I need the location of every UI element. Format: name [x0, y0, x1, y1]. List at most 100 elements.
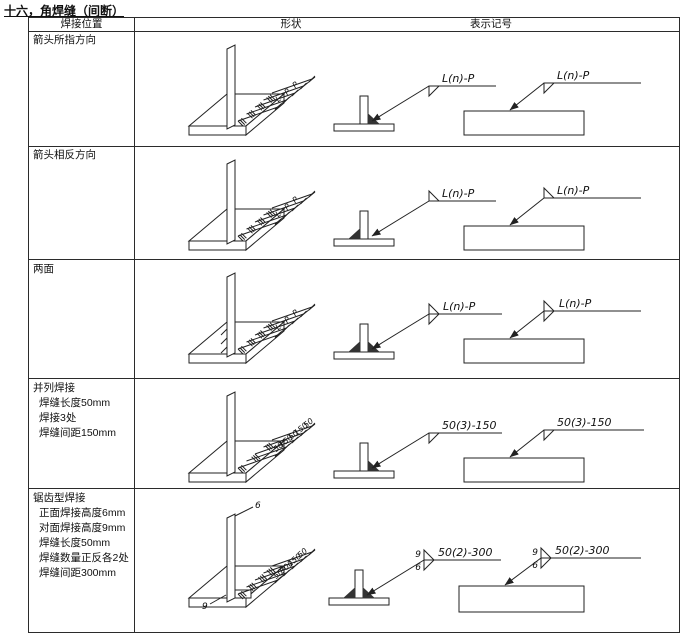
leader-arrow [509, 310, 545, 339]
drawings-canvas: L P P L(n)-P [187, 44, 644, 613]
label-line: 两面 [33, 263, 54, 275]
fillet-symbol-triangle [428, 189, 441, 202]
fillet-weld [367, 340, 381, 353]
fillet-symbol-triangle [423, 559, 436, 572]
leader-arrow [371, 200, 430, 237]
label-line: 焊缝长度50mm [39, 537, 111, 549]
dim-label: P [291, 308, 301, 318]
row-divider [29, 146, 679, 147]
bottom-dim-leader [209, 594, 227, 605]
bar-symbol-view: L(n)-P [463, 297, 641, 364]
fillet-symbol-triangle [540, 546, 553, 559]
dim-label: L [274, 322, 283, 332]
label-line: 焊接3处 [39, 412, 77, 424]
weld-hatches [237, 94, 276, 127]
label-line: 箭头所指方向 [33, 34, 96, 46]
row-label-parallel: 并列焊接 焊缝长度50mm 焊接3处 焊缝间距150mm [33, 381, 116, 441]
dimension-lines: L P P [237, 190, 316, 237]
leader-arrow [509, 197, 545, 226]
row-label-staggered: 锯齿型焊接 正面焊接高度6mm 对面焊接高度9mm 焊缝长度50mm 焊缝数量正… [33, 491, 129, 581]
bar-symbol-view: 9 6 50(2)-300 [458, 544, 641, 613]
fillet-symbol-triangle [543, 82, 556, 95]
back-size-label: 9 [532, 548, 538, 558]
bar-symbol-view: L(n)-P [463, 69, 641, 136]
page-title: 十六，角焊缝（间断） [4, 4, 125, 18]
label-line: 对面焊接高度9mm [39, 522, 126, 534]
row-divider [29, 488, 679, 489]
tee-joint-symbol-view: 9 6 50(2)-300 [328, 546, 501, 606]
weld-symbol-text: L(n)-P [557, 69, 590, 82]
fillet-weld [367, 459, 381, 472]
isometric-weld-drawing: L P P [187, 272, 316, 365]
bar-symbol-view: 50(3)-150 [463, 416, 644, 483]
row-label-opposite-side: 箭头相反方向 [33, 148, 96, 163]
row-label-arrow-side: 箭头所指方向 [33, 33, 96, 48]
weld-symbol-text: L(n)-P [557, 184, 590, 197]
header-symbol: 表示记号 [470, 18, 512, 30]
weld-symbol-text: L(n)-P [442, 187, 475, 200]
dim-label: P [291, 195, 301, 205]
tee-joint-symbol-view: 50(3)-150 [333, 419, 502, 479]
weld-table: 焊接位置 形状 表示记号 箭头所指方向 箭头相反方向 两面 并列焊接 焊缝长度5… [28, 17, 680, 633]
leader-arrow [371, 313, 430, 350]
label-line: 正面焊接高度6mm [39, 507, 126, 519]
angle-foot [234, 589, 252, 599]
label-line: 焊缝间距150mm [39, 427, 117, 439]
dim-label: P [283, 87, 293, 97]
row-divider [29, 259, 679, 260]
fillet-symbol-triangle [543, 310, 556, 323]
tee-joint-symbol-view: L(n)-P [333, 72, 496, 132]
isometric-weld-drawing: 6 9 50 300 150 50 [187, 501, 316, 612]
row-divider [29, 378, 679, 379]
row-parallel-drawings: 50 150 50 150 50 50(3)-150 [187, 391, 644, 484]
leader-arrow [509, 82, 545, 111]
row-opposite-side-drawings: L P P L(n)-P [187, 159, 641, 252]
top-dim-leader [234, 506, 254, 517]
fillet-weld [347, 340, 361, 353]
row-both-sides-drawings: L P P L(n)-P [187, 272, 641, 365]
fillet-weld [367, 112, 381, 125]
dimension-lines: L P P [237, 75, 316, 122]
weld-symbol-text: 50(2)-300 [438, 546, 493, 559]
isometric-weld-drawing: L P P [187, 159, 316, 252]
weld-symbol-text: L(n)-P [559, 297, 592, 310]
header-position: 焊接位置 [60, 18, 103, 30]
header-divider [29, 31, 679, 32]
dim-label: P [291, 80, 301, 90]
dim-label: L [274, 209, 283, 219]
weld-symbol-text: 50(2)-300 [555, 544, 610, 557]
header-shape: 形状 [280, 18, 302, 30]
tee-joint-symbol-view: L(n)-P [333, 187, 496, 247]
dim-label-front-height: 6 [255, 501, 261, 511]
leader-arrow [366, 559, 425, 596]
back-size-label: 9 [415, 550, 421, 560]
leader-arrow [371, 432, 430, 469]
fillet-symbol-triangle [428, 302, 441, 315]
label-line: 箭头相反方向 [33, 149, 96, 161]
row-staggered-drawings: 6 9 50 300 150 50 [187, 501, 641, 613]
dimension-lines: L P P [237, 303, 316, 350]
fillet-symbol-triangle [543, 299, 556, 312]
fillet-weld [362, 586, 376, 599]
fillet-symbol-triangle [428, 85, 441, 98]
dim-label-back-height: 9 [202, 602, 208, 612]
weld-symbol-text: L(n)-P [442, 72, 475, 85]
weld-symbol-text: 50(3)-150 [557, 416, 612, 429]
isometric-weld-drawing: L P P [187, 44, 316, 137]
label-line: 焊缝数量正反各2处 [39, 552, 129, 564]
fillet-symbol-triangle [543, 186, 556, 199]
leader-arrow [509, 429, 545, 458]
front-size-label: 6 [532, 561, 538, 571]
front-size-label: 6 [415, 563, 421, 573]
fillet-symbol-triangle [540, 557, 553, 570]
fillet-weld [347, 227, 361, 240]
isometric-weld-drawing: 50 150 50 150 50 [187, 391, 316, 484]
fillet-symbol-triangle [428, 313, 441, 326]
weld-symbol-text: L(n)-P [443, 300, 476, 313]
label-line: 焊缝长度50mm [39, 397, 111, 409]
leader-arrow [371, 85, 430, 122]
bar-symbol-view: L(n)-P [463, 184, 641, 251]
row-label-both-sides: 两面 [33, 262, 54, 277]
row-arrow-side-drawings: L P P L(n)-P [187, 44, 641, 137]
